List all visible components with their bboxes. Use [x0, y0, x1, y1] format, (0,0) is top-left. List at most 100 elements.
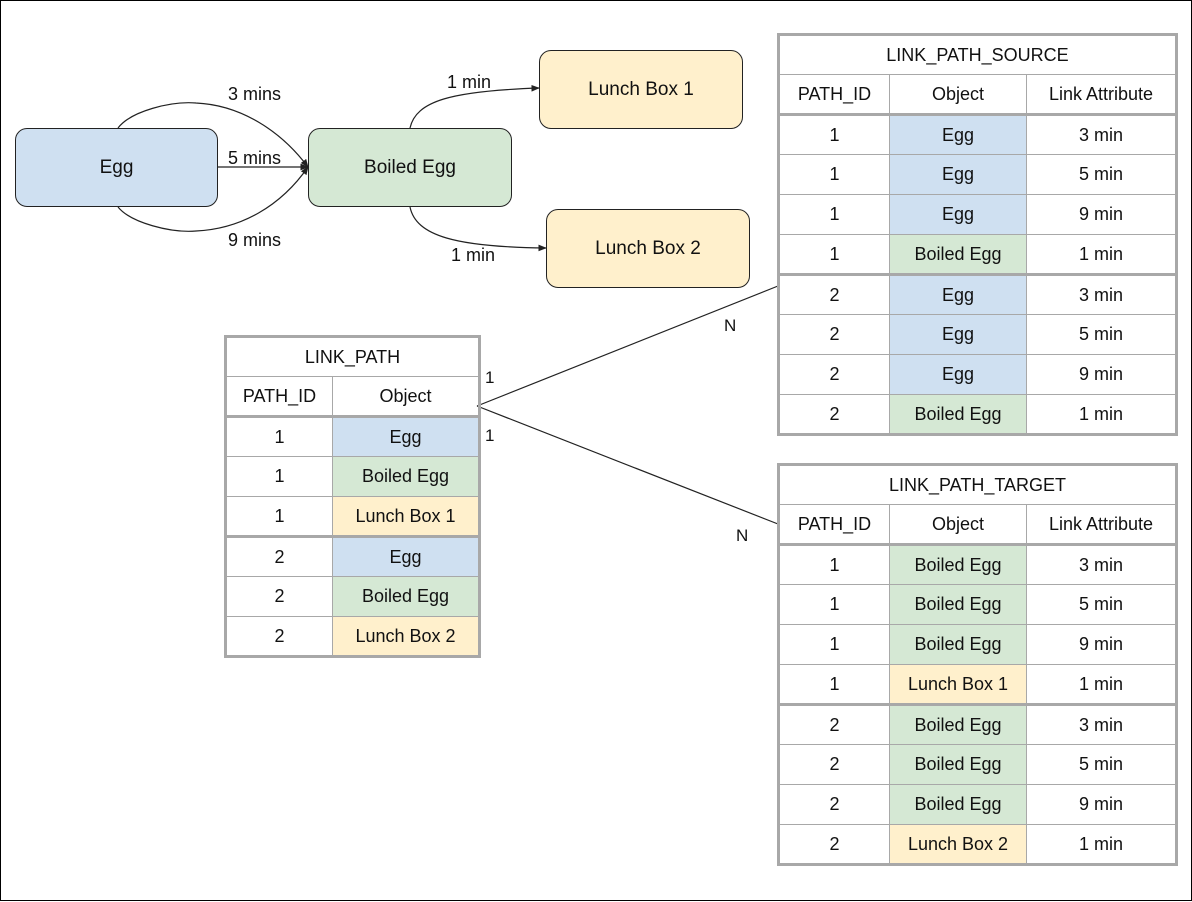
node-lunch-box-1-label: Lunch Box 1 [588, 78, 694, 100]
link-path-path-id-cell: 1 [225, 456, 333, 497]
source-path-id-cell: 1 [778, 194, 890, 235]
node-boiled-egg: Boiled Egg [308, 128, 512, 207]
link-path-path-id-cell: 1 [225, 416, 333, 457]
target-link-attribute-cell: 5 min [1026, 584, 1177, 625]
source-header-path-id: PATH_ID [778, 74, 890, 116]
link-path-path-id-cell: 2 [225, 616, 333, 657]
cardinality-source-one: 1 [485, 368, 495, 387]
source-path-id-cell: 2 [778, 314, 890, 355]
target-path-id-cell: 1 [778, 584, 890, 625]
link-path-title: LINK_PATH [225, 336, 480, 377]
target-link-attribute-cell: 5 min [1026, 744, 1177, 785]
source-object-cell: Boiled Egg [889, 234, 1027, 275]
source-path-id-cell: 1 [778, 114, 890, 155]
edge-label-lunch1-1-min: 1 min [447, 72, 492, 92]
source-object-cell: Egg [889, 314, 1027, 355]
edge-egg-boiled-top [117, 102, 309, 168]
target-link-attribute-cell: 9 min [1026, 784, 1177, 825]
source-link-attribute-cell: 5 min [1026, 154, 1177, 195]
target-link-attribute-cell: 3 min [1026, 703, 1177, 745]
target-object-cell: Boiled Egg [889, 624, 1027, 665]
source-link-attribute-cell: 9 min [1026, 354, 1177, 395]
target-path-id-cell: 2 [778, 744, 890, 785]
source-path-id-cell: 1 [778, 234, 890, 275]
link-path-header-path-id: PATH_ID [225, 376, 333, 418]
relation-line-source [476, 285, 779, 407]
source-path-id-cell: 2 [778, 273, 890, 315]
node-egg: Egg [15, 128, 218, 207]
edge-label-lunch2-1-min: 1 min [451, 245, 496, 265]
link-path-object-cell: Egg [332, 416, 480, 457]
target-header-link-attribute: Link Attribute [1026, 504, 1177, 546]
source-link-attribute-cell: 1 min [1026, 394, 1177, 435]
link-path-source-title: LINK_PATH_SOURCE [778, 34, 1177, 75]
target-object-cell: Boiled Egg [889, 703, 1027, 745]
target-path-id-cell: 1 [778, 664, 890, 705]
target-header-object: Object [889, 504, 1027, 546]
source-link-attribute-cell: 3 min [1026, 114, 1177, 155]
target-header-path-id: PATH_ID [778, 504, 890, 546]
target-path-id-cell: 2 [778, 824, 890, 865]
target-object-cell: Boiled Egg [889, 544, 1027, 585]
source-link-attribute-cell: 9 min [1026, 194, 1177, 235]
target-object-cell: Boiled Egg [889, 584, 1027, 625]
cardinality-target-many: N [736, 526, 749, 545]
cardinality-target-one: 1 [485, 426, 495, 445]
edge-label-9-mins: 9 mins [228, 230, 282, 250]
source-path-id-cell: 1 [778, 154, 890, 195]
source-header-object: Object [889, 74, 1027, 116]
target-link-attribute-cell: 3 min [1026, 544, 1177, 585]
edge-boiled-lunch2 [409, 206, 547, 252]
target-object-cell: Boiled Egg [889, 744, 1027, 785]
edge-label-5-mins: 5 mins [228, 148, 282, 168]
link-path-target-table: LINK_PATH_TARGET PATH_ID Object Link Att… [777, 463, 1178, 866]
link-path-object-cell: Boiled Egg [332, 576, 480, 617]
link-path-path-id-cell: 2 [225, 576, 333, 617]
target-object-cell: Boiled Egg [889, 784, 1027, 825]
target-path-id-cell: 2 [778, 784, 890, 825]
source-link-attribute-cell: 5 min [1026, 314, 1177, 355]
link-path-path-id-cell: 2 [225, 535, 333, 577]
source-object-cell: Egg [889, 194, 1027, 235]
target-path-id-cell: 1 [778, 624, 890, 665]
source-link-attribute-cell: 1 min [1026, 234, 1177, 275]
link-path-header-object: Object [332, 376, 480, 418]
target-link-attribute-cell: 1 min [1026, 824, 1177, 865]
source-object-cell: Egg [889, 273, 1027, 315]
target-link-attribute-cell: 1 min [1026, 664, 1177, 705]
target-link-attribute-cell: 9 min [1026, 624, 1177, 665]
source-object-cell: Boiled Egg [889, 394, 1027, 435]
source-object-cell: Egg [889, 154, 1027, 195]
link-path-path-id-cell: 1 [225, 496, 333, 537]
target-path-id-cell: 2 [778, 703, 890, 745]
edge-egg-boiled-bottom [117, 166, 309, 232]
node-lunch-box-2: Lunch Box 2 [546, 209, 750, 288]
relation-line-target [476, 405, 779, 525]
node-boiled-egg-label: Boiled Egg [364, 156, 456, 178]
node-lunch-box-2-label: Lunch Box 2 [595, 237, 701, 259]
link-path-target-title: LINK_PATH_TARGET [778, 464, 1177, 505]
